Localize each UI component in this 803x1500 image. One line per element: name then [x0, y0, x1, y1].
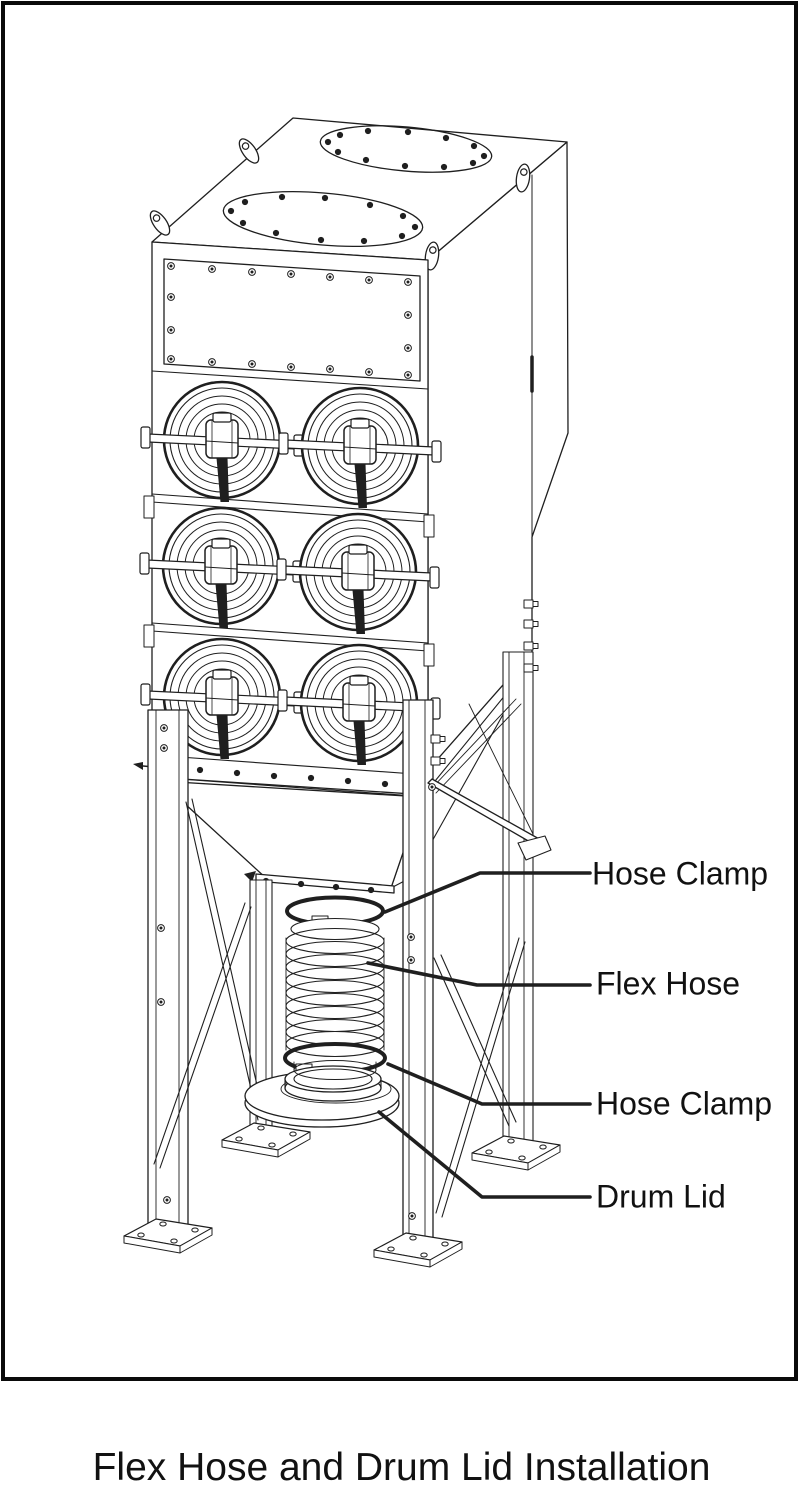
leader-flex-hose: [366, 961, 592, 987]
rear-left-base-plate: [221, 1122, 311, 1158]
leader-hose-clamp-upper: [383, 871, 592, 914]
flex-hose: [285, 917, 385, 1058]
lifting-lug: [145, 207, 175, 239]
drum-lid: [244, 1060, 400, 1128]
hopper-outlet-flange: [244, 871, 395, 894]
access-panel: [163, 258, 421, 382]
front-right-base-plate: [373, 1232, 463, 1268]
callout-label-drum-lid: Drum Lid: [596, 1178, 726, 1215]
front-left-leg: [147, 709, 189, 1231]
manhole-rear: [319, 125, 493, 173]
callout-label-hose-clamp-upper: Hose Clamp: [592, 855, 769, 892]
leader-lines: [366, 871, 592, 1199]
leader-drum-lid: [377, 1110, 592, 1199]
front-left-base-plate: [123, 1218, 213, 1254]
support-braces: [153, 698, 552, 1218]
manhole-front: [222, 191, 424, 247]
figure-caption: Flex Hose and Drum Lid Installation: [92, 1446, 711, 1489]
callout-label-hose-clamp-lower: Hose Clamp: [596, 1085, 773, 1122]
hopper-flange-band: [133, 754, 429, 798]
leader-hose-clamp-lower: [386, 1062, 592, 1106]
rear-right-base-plate: [471, 1135, 561, 1171]
callout-label-flex-hose: Flex Hose: [596, 965, 741, 1002]
rear-right-leg: [502, 599, 539, 1146]
hose-end: [293, 1060, 377, 1080]
